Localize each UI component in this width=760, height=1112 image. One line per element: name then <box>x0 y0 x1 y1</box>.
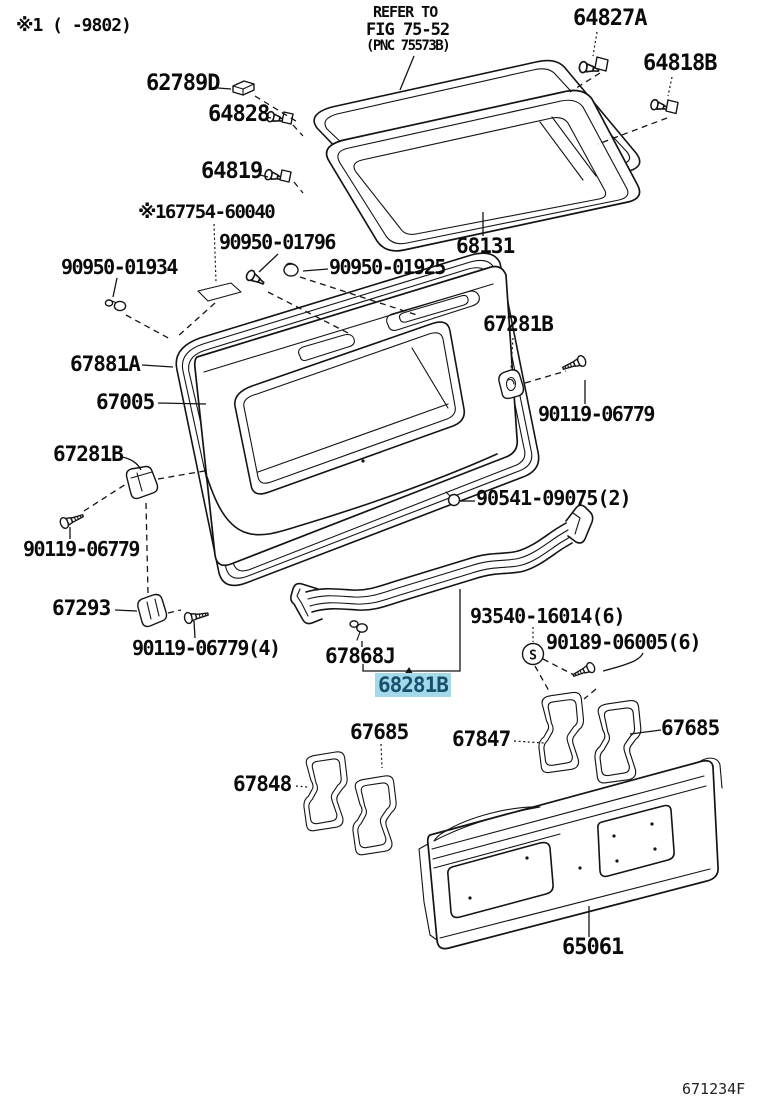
lower-back-panel <box>418 757 723 950</box>
part-label-93540[interactable]: 93540-16014(6) <box>470 604 626 628</box>
part-label-62789d[interactable]: 62789D <box>146 71 220 96</box>
bumper-67281b-right <box>498 369 525 400</box>
part-label-90950-01925[interactable]: 90950-01925 <box>329 255 446 279</box>
grommet-90950-01934 <box>104 299 127 312</box>
part-label-67005[interactable]: 67005 <box>96 390 155 414</box>
clip-67868j <box>349 620 368 641</box>
part-label-90119-4[interactable]: 90119-06779(4) <box>132 636 281 660</box>
part-label-90950-01934[interactable]: 90950-01934 <box>61 255 178 279</box>
part-label-90119-right[interactable]: 90119-06779 <box>538 402 655 426</box>
clip-64827a <box>577 56 609 76</box>
part-label-67281b-right[interactable]: 67281B <box>483 312 554 336</box>
gasket-67685-left <box>351 774 398 857</box>
part-label-67293[interactable]: 67293 <box>52 596 111 620</box>
part-label-64828[interactable]: 64828 <box>208 102 270 127</box>
part-label-64819[interactable]: 64819 <box>201 159 263 184</box>
back-door-glass <box>325 89 641 252</box>
refer-note-line1: REFER TO <box>373 3 438 21</box>
bumper-67281b-left <box>125 465 159 500</box>
s-marker: S <box>521 642 545 666</box>
s-marker-letter: S <box>529 649 537 664</box>
grommet-90950-01925 <box>283 262 299 277</box>
part-label-68131[interactable]: 68131 <box>456 234 515 258</box>
part-label-90189[interactable]: 90189-06005(6) <box>546 630 702 654</box>
part-label-67881a[interactable]: 67881A <box>70 352 141 376</box>
part-label-67868j[interactable]: 67868J <box>325 644 396 668</box>
refer-note-line3: (PNC 75573B) <box>366 38 451 55</box>
figure-code: 671234F <box>682 1080 746 1098</box>
part-label-64818b[interactable]: 64818B <box>643 51 717 76</box>
back-door-panel <box>193 265 519 567</box>
part-label-67848[interactable]: 67848 <box>233 772 292 796</box>
bolt-90119-left <box>58 509 86 531</box>
clip-64819 <box>263 168 292 184</box>
screw-90189 <box>570 660 597 682</box>
sticker-67754 <box>197 282 242 302</box>
part-label-68281b-selected[interactable]: 68281B <box>375 673 451 697</box>
clip-62789d <box>232 80 255 96</box>
clip-64818b <box>649 98 679 115</box>
part-label-65061[interactable]: 65061 <box>562 935 624 960</box>
gasket-67847 <box>537 690 586 775</box>
refer-note: REFER TO FIG 75-52 (PNC 75573B) <box>366 3 451 55</box>
gasket-67848 <box>302 750 349 833</box>
bolt-90119-right <box>560 353 588 375</box>
dashed-lines <box>83 72 668 700</box>
part-label-90950-01796[interactable]: 90950-01796 <box>219 230 336 254</box>
part-label-67685-left[interactable]: 67685 <box>350 720 409 744</box>
part-label-67281b-left[interactable]: 67281B <box>53 442 124 466</box>
variant-note: ※1 ( -9802) <box>16 15 132 36</box>
part-label-67754[interactable]: ※167754-60040 <box>138 201 276 223</box>
part-label-64827a[interactable]: 64827A <box>573 6 647 31</box>
pin-90950-01796 <box>244 268 268 288</box>
part-label-67847[interactable]: 67847 <box>452 727 511 751</box>
part-label-67685-right[interactable]: 67685 <box>661 716 720 740</box>
gasket-67685-right <box>592 698 643 786</box>
outside-molding <box>290 504 594 625</box>
cushion-67293 <box>137 593 168 628</box>
grommet-90541 <box>445 491 461 507</box>
part-label-90541[interactable]: 90541-09075(2) <box>476 486 632 510</box>
bolt-90119-4 <box>182 607 210 625</box>
part-label-90119-left[interactable]: 90119-06779 <box>23 537 140 561</box>
refer-note-line2: FIG 75-52 <box>366 19 450 40</box>
leader-lines <box>69 31 673 937</box>
